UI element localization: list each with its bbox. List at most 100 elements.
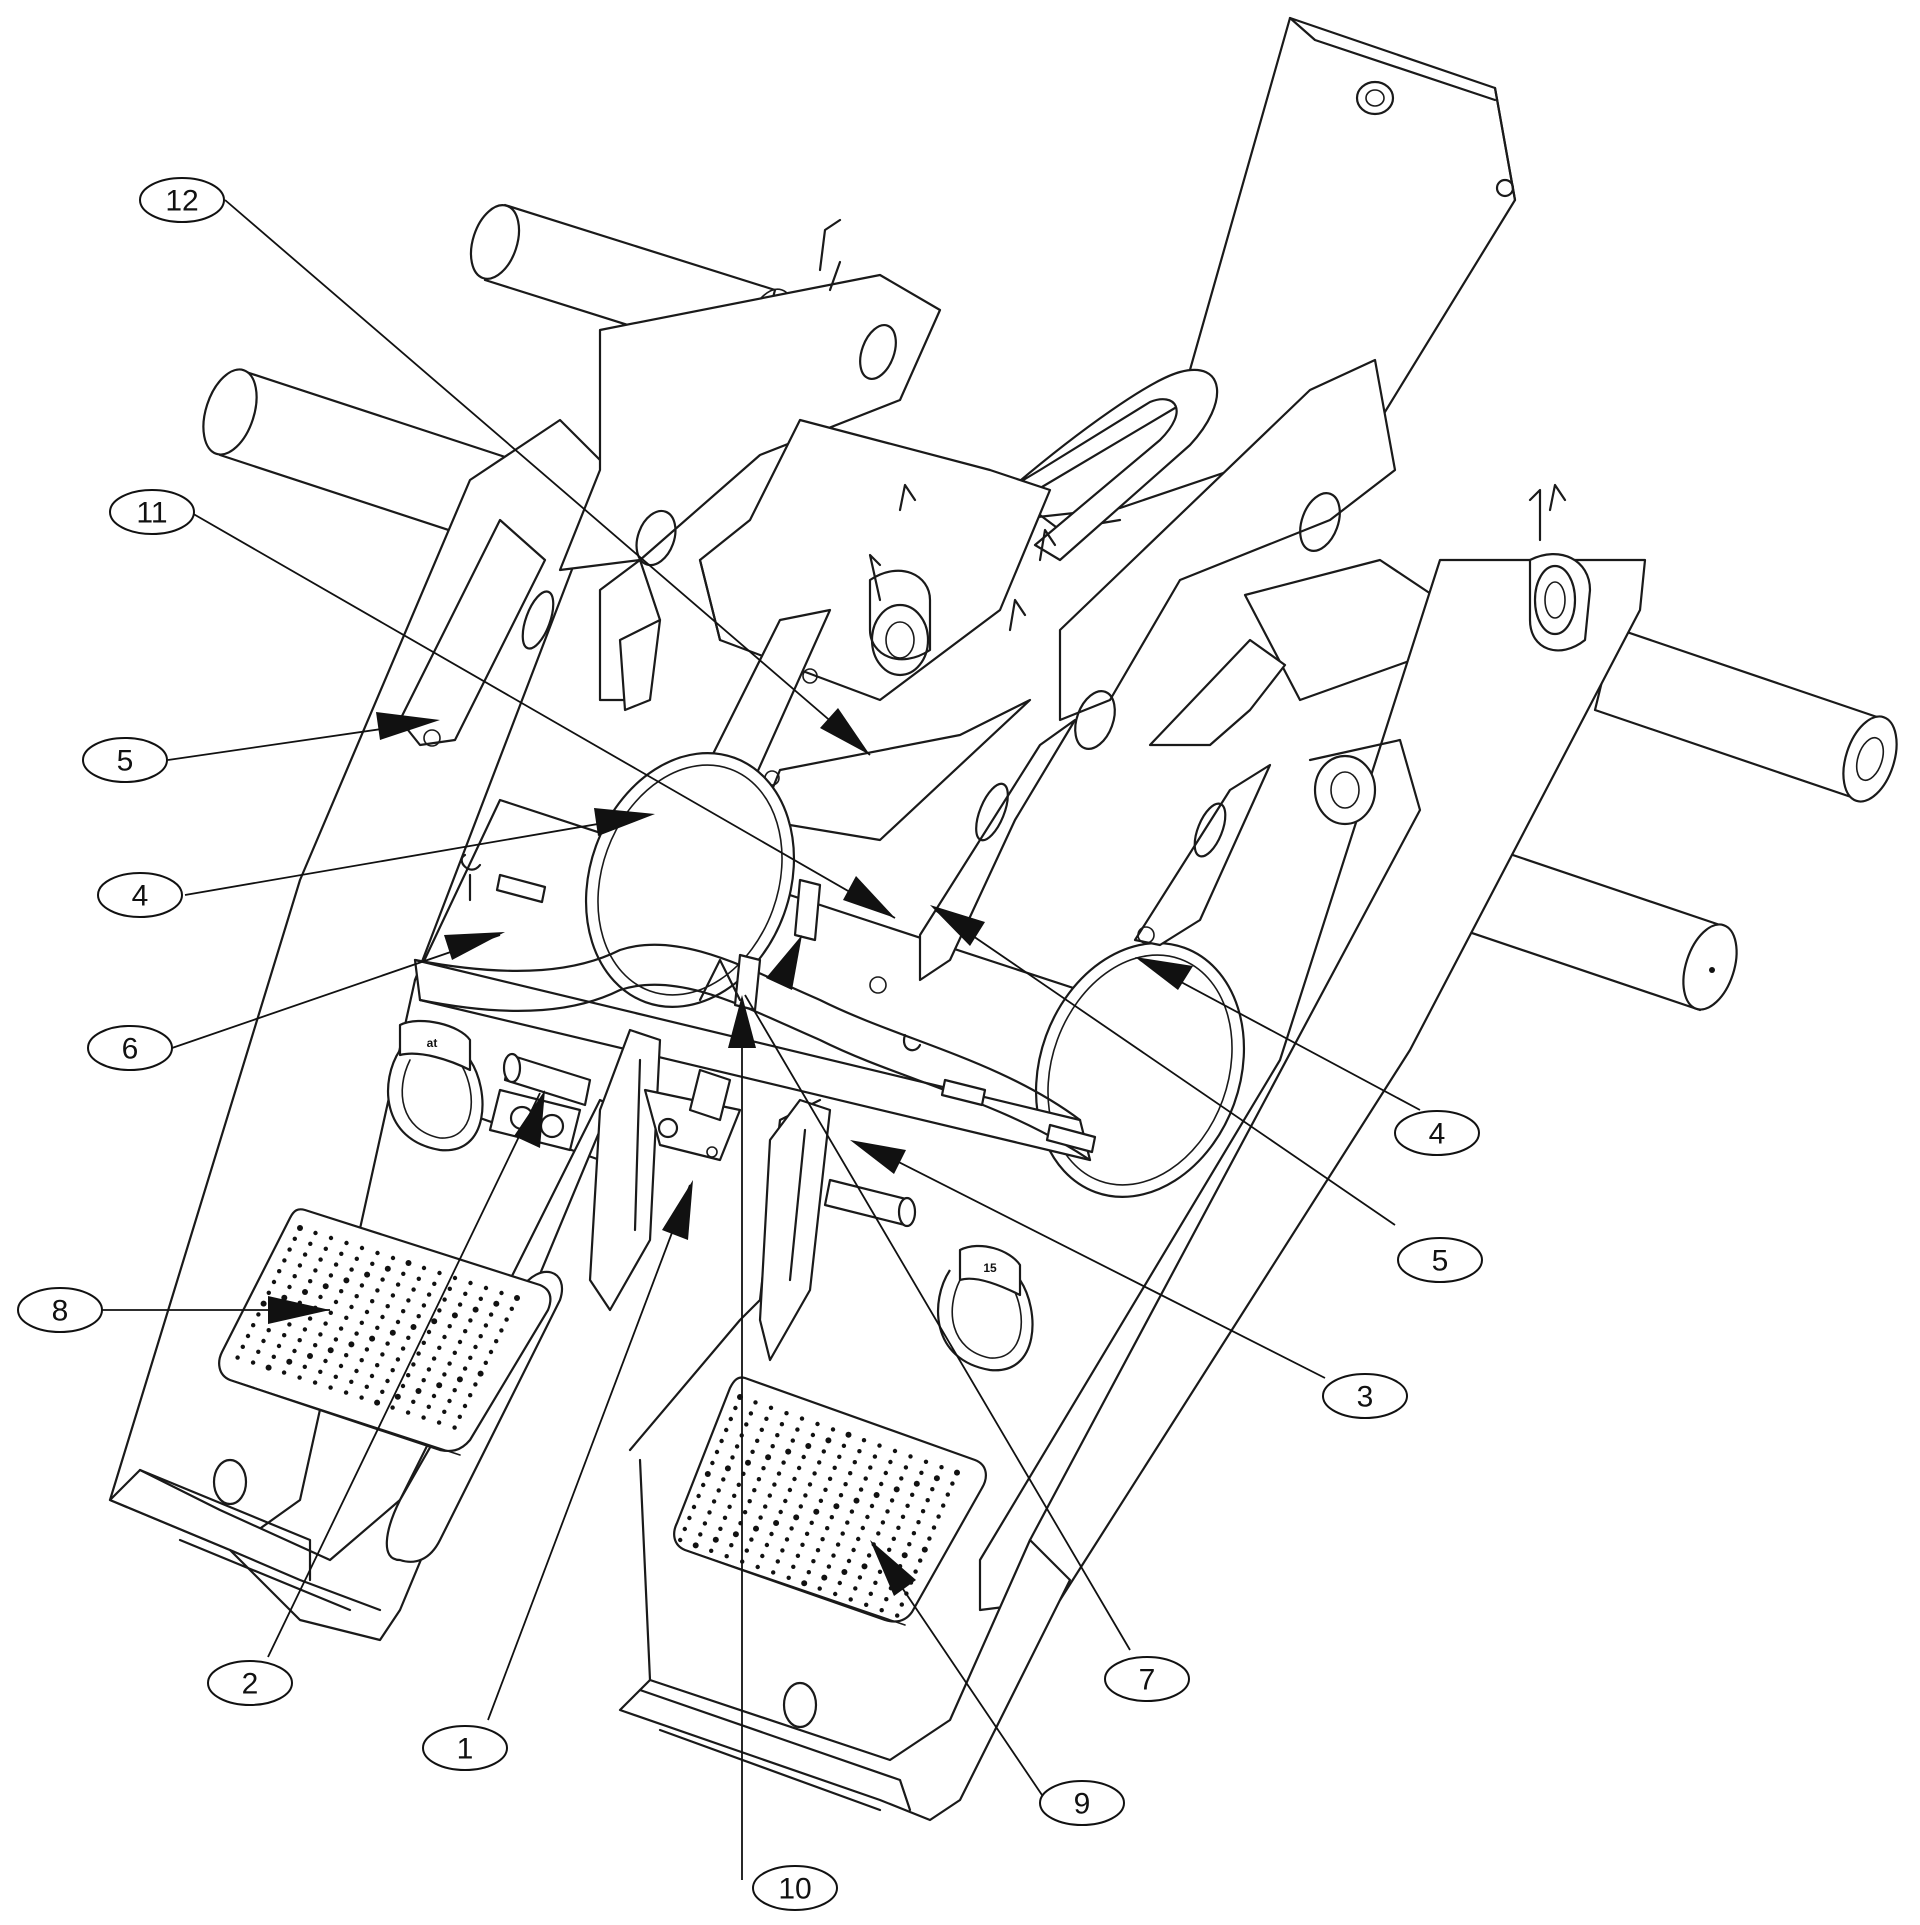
arrowhead-2: [514, 1090, 545, 1148]
perforation-dot: [818, 1498, 824, 1504]
perforation-dot: [899, 1476, 904, 1481]
perforation-dot: [468, 1280, 473, 1286]
leader-5b: [934, 909, 1396, 1226]
perforation-dot: [920, 1509, 926, 1514]
perforation-dot: [463, 1329, 468, 1334]
perforation-dot: [261, 1338, 266, 1344]
perforation-dot: [861, 1438, 867, 1443]
callout-bubble: [109, 489, 195, 535]
perforation-dot: [451, 1312, 458, 1319]
perforation-dot: [260, 1300, 267, 1307]
lashing-tag-left: at: [427, 1036, 438, 1050]
perforation-dot: [313, 1268, 318, 1273]
perforation-dot: [841, 1569, 848, 1575]
perforation-dot: [692, 1542, 699, 1549]
callout-c4b: 4: [1394, 1110, 1480, 1156]
perforation-dot: [323, 1358, 328, 1364]
perforation-dot: [452, 1388, 457, 1393]
perforation-dot: [758, 1515, 763, 1520]
perforation-dot: [457, 1414, 462, 1420]
perforation-dot: [374, 1399, 381, 1406]
perforation-dot: [354, 1368, 359, 1374]
perforation-dot: [883, 1470, 888, 1476]
boom-arm: [1008, 16, 1517, 562]
perforation-dot: [950, 1481, 955, 1486]
perforation-dot: [333, 1299, 339, 1305]
perforation-dot: [803, 1493, 808, 1498]
perforation-dot: [431, 1318, 438, 1325]
perforation-dot: [240, 1344, 245, 1350]
perforation-dot: [447, 1361, 452, 1366]
perforation-dot: [364, 1384, 369, 1390]
perforation-dot: [473, 1382, 478, 1387]
perforation-dot: [682, 1526, 687, 1532]
perforation-dot: [880, 1520, 886, 1525]
perforation-dot: [884, 1597, 889, 1602]
perforation-dot: [245, 1333, 251, 1339]
perforation-dot: [354, 1256, 359, 1262]
callout-bubble: [752, 1865, 838, 1911]
perforation-dot: [876, 1531, 881, 1536]
perforation-dot: [411, 1287, 416, 1292]
perforation-dot: [338, 1326, 344, 1331]
perforation-dot: [385, 1341, 390, 1346]
perforation-dot: [734, 1444, 740, 1449]
perforation-dot: [921, 1546, 928, 1553]
perforation-dot: [791, 1564, 796, 1570]
perforation-dot: [333, 1337, 339, 1342]
perforation-dot: [908, 1454, 913, 1459]
perforation-dot: [793, 1514, 800, 1521]
callout-bubble: [1394, 1110, 1480, 1156]
perforation-dot: [287, 1247, 292, 1252]
perforation-dot: [499, 1328, 504, 1333]
leader-4b: [1139, 959, 1421, 1111]
perforation-dot: [771, 1570, 776, 1575]
perforation-dot: [872, 1454, 878, 1459]
perforation-dot: [823, 1487, 828, 1493]
perforation-dot: [760, 1553, 765, 1559]
perforation-dot: [863, 1476, 868, 1481]
perforation-dot: [895, 1613, 900, 1618]
perforation-dot: [266, 1328, 271, 1333]
perforation-dot: [849, 1509, 855, 1514]
callout-bubble: [97, 872, 183, 918]
perforation-dot: [832, 1465, 837, 1471]
callout-label: 12: [165, 185, 198, 218]
perforation-dot: [722, 1515, 728, 1521]
perforation-dot: [437, 1270, 442, 1276]
perforation-dot: [755, 1564, 760, 1570]
perforation-dot: [348, 1341, 355, 1348]
perforation-dot: [292, 1348, 297, 1354]
perforation-dot: [750, 1449, 755, 1455]
perforation-dot: [375, 1363, 380, 1368]
callout-label: 4: [1429, 1118, 1446, 1151]
perforation-dot: [778, 1509, 783, 1515]
perforation-dot: [452, 1350, 457, 1356]
perforation-dot: [724, 1465, 731, 1472]
perforation-dot: [457, 1339, 463, 1345]
perforation-dot: [400, 1346, 406, 1351]
perforation-dot: [925, 1498, 930, 1503]
perforation-dot: [421, 1340, 426, 1346]
perforation-dot: [436, 1420, 442, 1425]
perforation-dot: [328, 1273, 334, 1278]
callout-label: 4: [132, 880, 149, 913]
perforation-dot: [718, 1526, 723, 1532]
perforation-dot: [933, 1475, 940, 1482]
perforation-dot: [307, 1316, 313, 1321]
perforation-dot: [841, 1443, 847, 1449]
perforation-dot: [678, 1537, 683, 1543]
perforation-dot: [954, 1469, 960, 1476]
perforation-dot: [390, 1255, 396, 1261]
perforation-dot: [767, 1493, 772, 1498]
perforation-dot: [483, 1285, 489, 1291]
callout-label: 5: [117, 745, 134, 778]
callout-c1: 1: [422, 1725, 508, 1771]
perforation-dot: [312, 1380, 318, 1385]
perforation-dot: [939, 1465, 944, 1470]
callout-label: 3: [1357, 1381, 1374, 1414]
arrowhead-12: [820, 708, 870, 755]
lashing-ring-right: 15: [936, 1245, 1034, 1372]
perforation-dot: [509, 1306, 514, 1312]
